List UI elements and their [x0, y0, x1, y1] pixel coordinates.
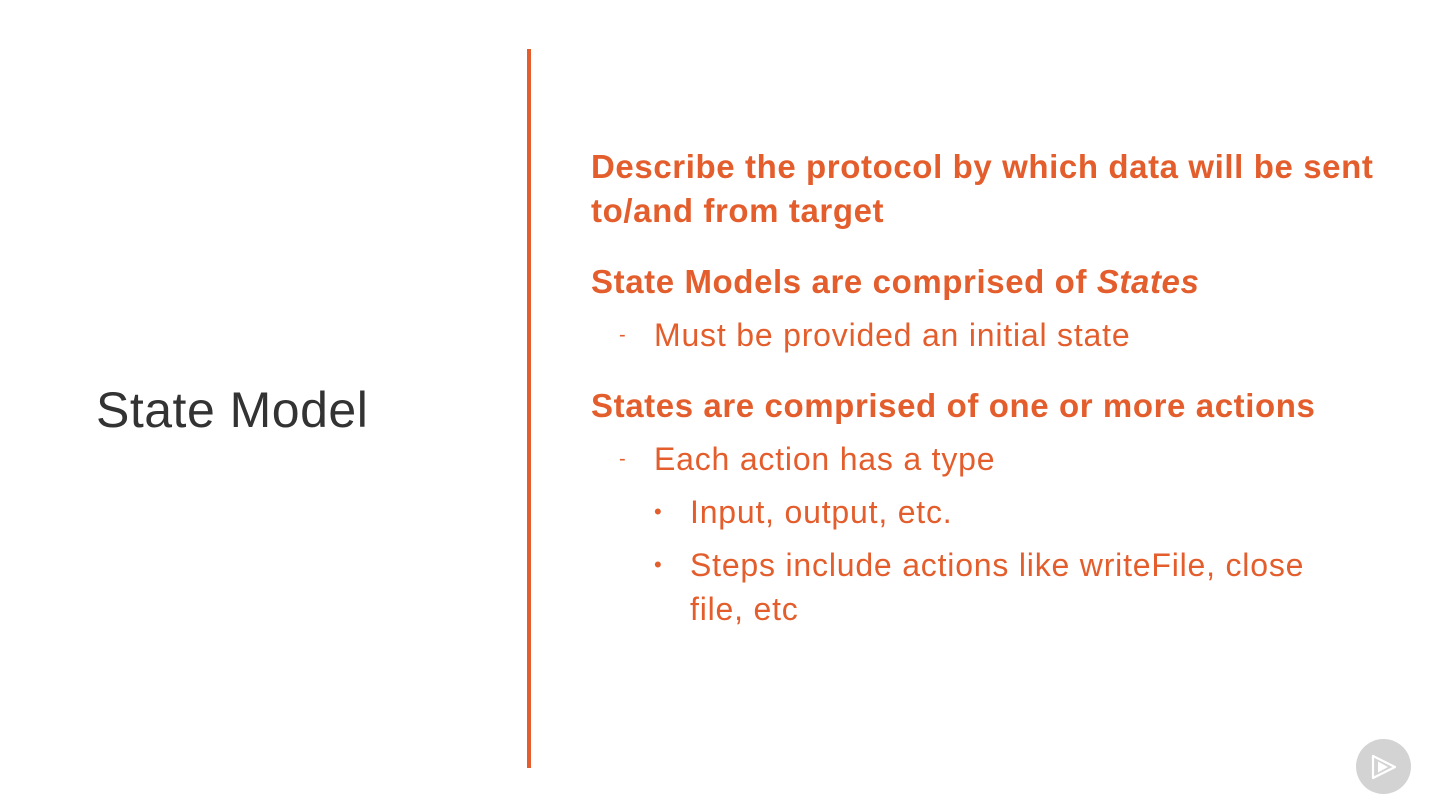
slide-content: Describe the protocol by which data will…: [591, 145, 1406, 631]
point-state-models-text: State Models are comprised of States: [591, 260, 1406, 304]
dash-marker: -: [619, 448, 627, 470]
point-states-actions-text: States are comprised of one or more acti…: [591, 387, 1316, 424]
slide-title: State Model: [96, 382, 369, 438]
bullet-marker: •: [654, 552, 663, 577]
point-protocol: Describe the protocol by which data will…: [591, 148, 1374, 229]
sub-point-initial-state-text: Must be provided an initial state: [654, 317, 1131, 353]
point-states-actions: States are comprised of one or more acti…: [591, 384, 1406, 631]
bullet-marker: •: [654, 499, 663, 524]
dash-marker: -: [619, 324, 627, 346]
bullet-item-steps: • Steps include actions like writeFile, …: [591, 543, 1350, 631]
play-logo-button[interactable]: [1356, 739, 1411, 794]
play-logo-icon: [1371, 754, 1396, 779]
vertical-divider: [527, 49, 531, 768]
point-state-models-prefix: State Models are comprised of: [591, 263, 1097, 300]
bullet-item-steps-text: Steps include actions like writeFile, cl…: [690, 547, 1305, 627]
point-state-models-emphasis: States: [1096, 263, 1200, 300]
bullet-item-input-output-text: Input, output, etc.: [690, 494, 953, 530]
sub-point-action-type: - Each action has a type: [591, 437, 1406, 481]
sub-point-action-type-text: Each action has a type: [654, 441, 996, 477]
sub-point-initial-state: - Must be provided an initial state: [591, 313, 1406, 357]
point-state-models: State Models are comprised of States - M…: [591, 260, 1406, 357]
bullet-item-input-output: • Input, output, etc.: [591, 490, 1350, 534]
